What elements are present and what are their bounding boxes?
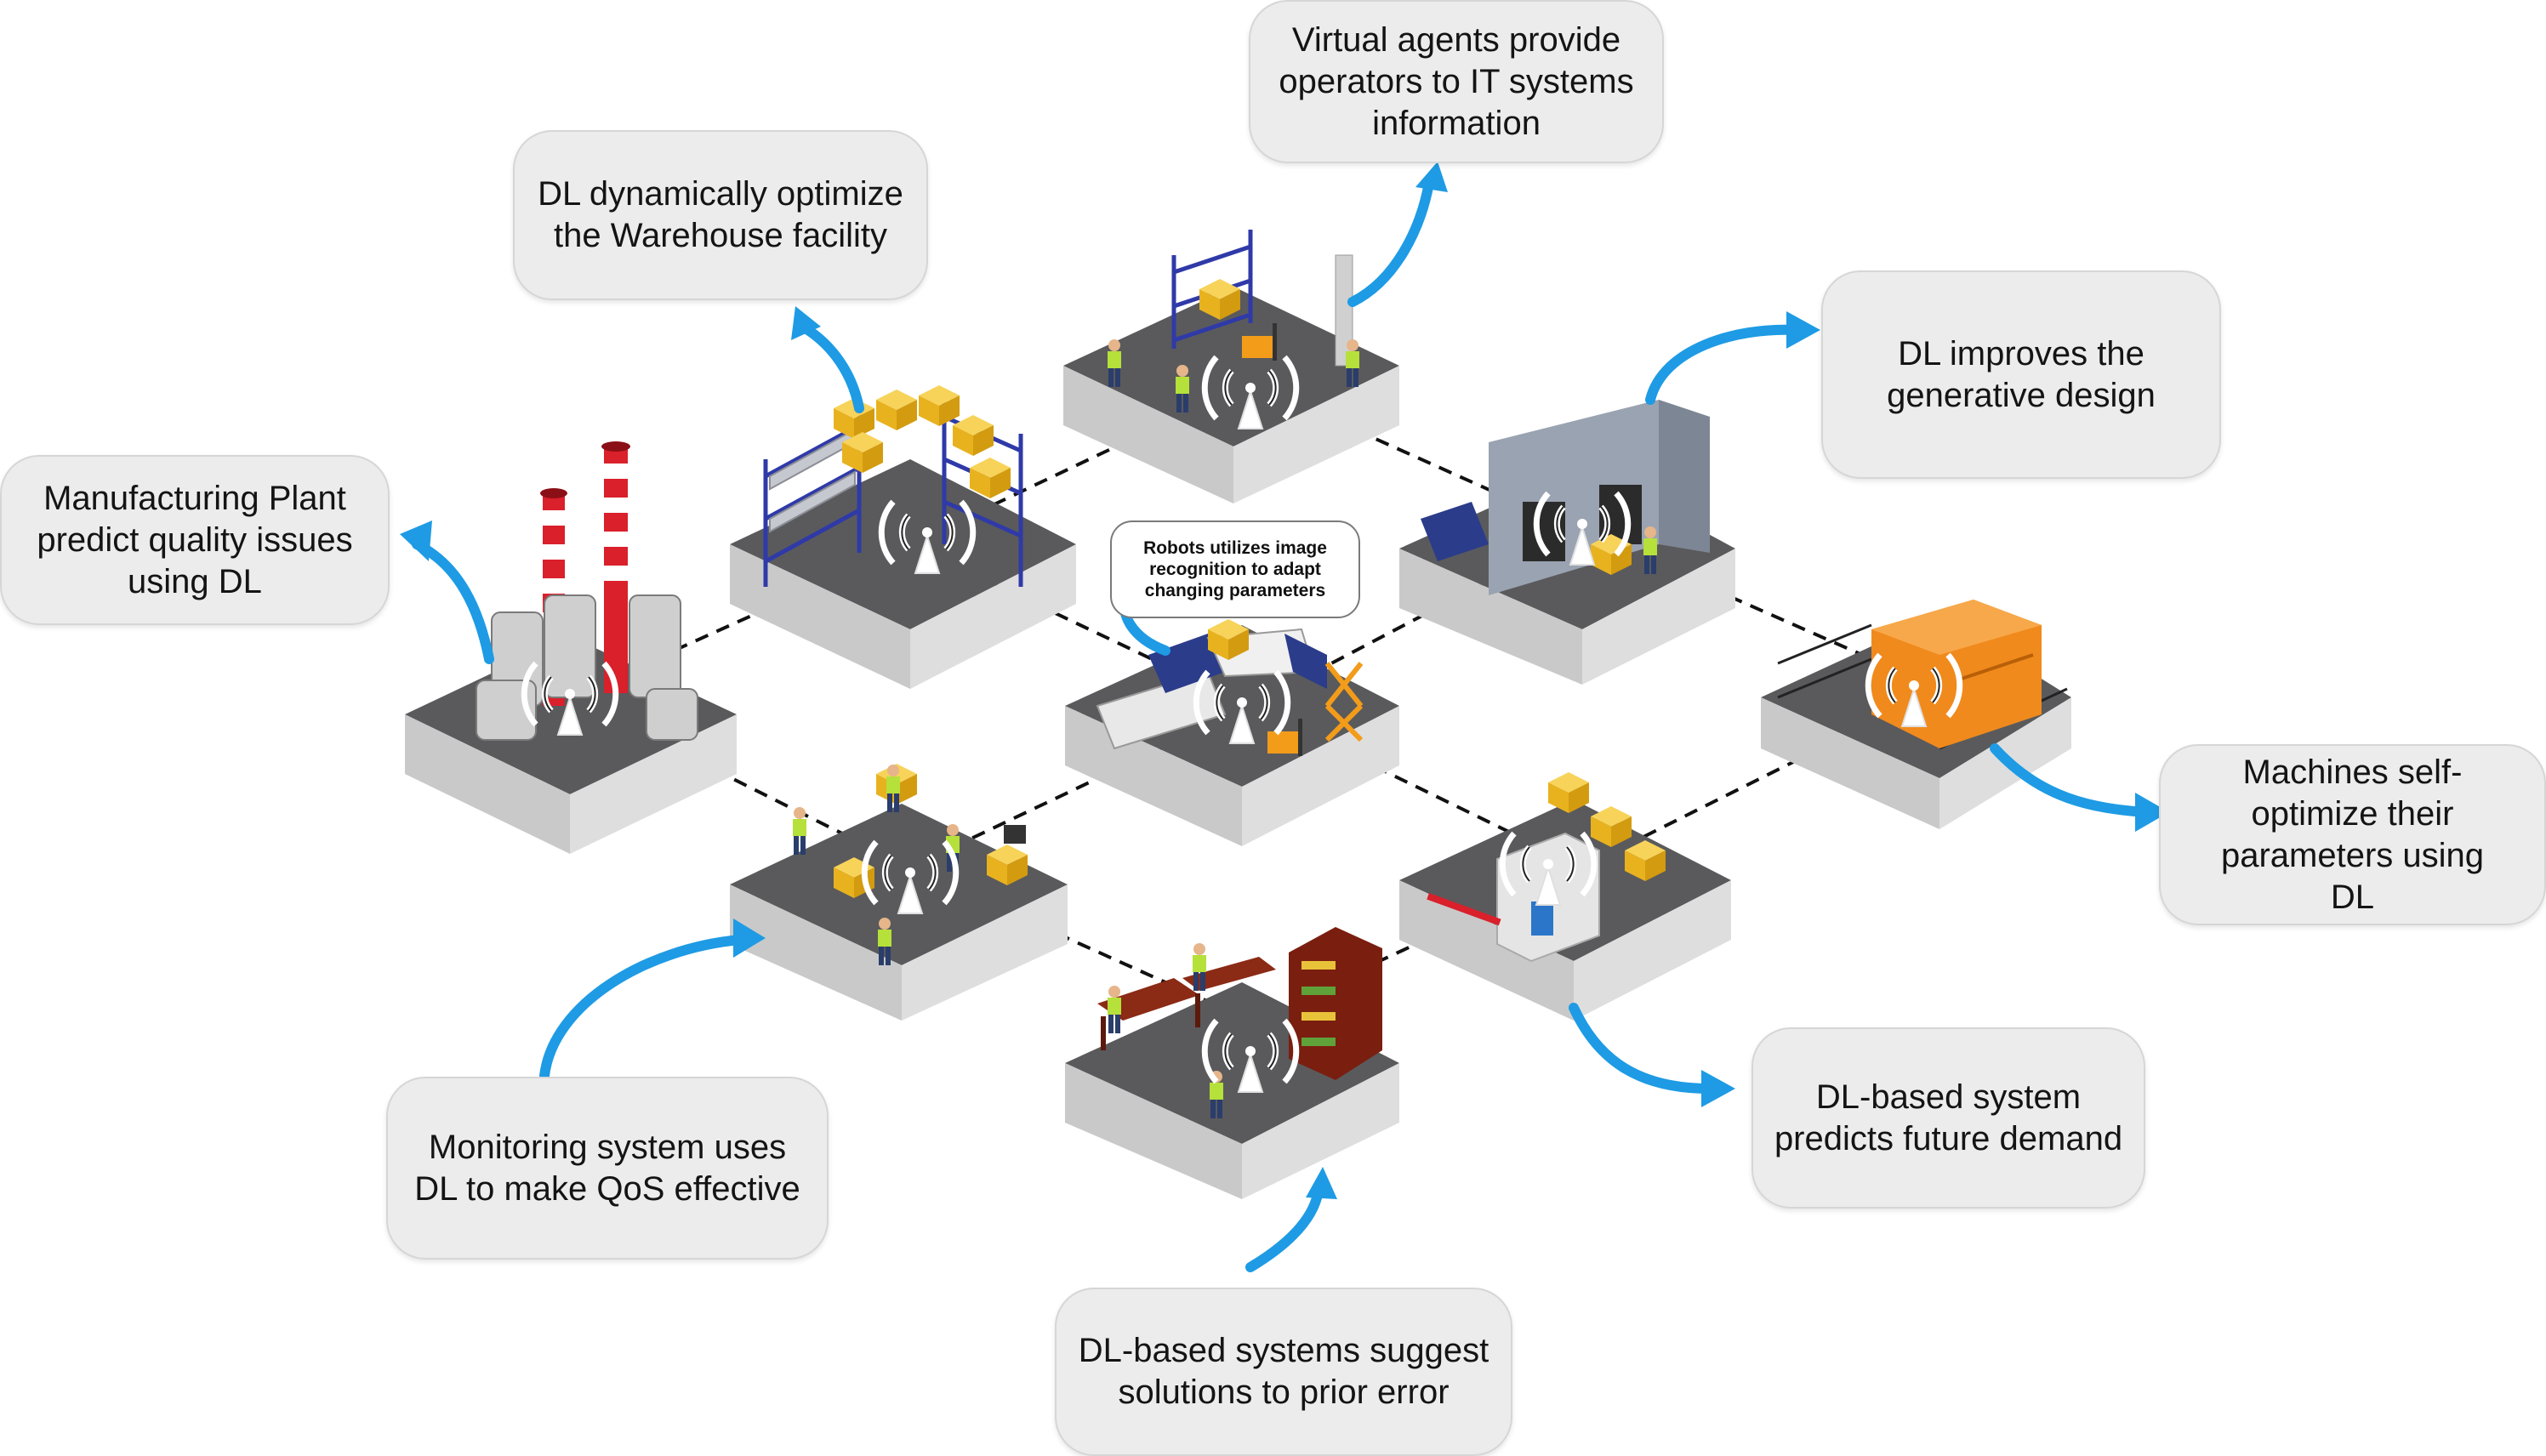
callout-manufacturing-text: Manufacturing Plant predict quality issu… xyxy=(37,479,353,600)
tile-generative-design xyxy=(1399,400,1735,685)
tile-manufacturing xyxy=(405,441,737,854)
callout-prior-error-text: DL-based systems suggest solutions to pr… xyxy=(1078,1332,1489,1411)
tile-monitoring xyxy=(730,764,1068,1021)
callout-demand: DL-based system predicts future demand xyxy=(1751,1027,2145,1209)
callout-virtual-agents: Virtual agents provide operators to IT s… xyxy=(1249,0,1664,163)
callout-warehouse: DL dynamically optimize the Warehouse fa… xyxy=(513,130,928,300)
tile-machines xyxy=(1761,600,2071,829)
forklift-icon xyxy=(1267,719,1302,756)
callout-generative-design-text: DL improves the generative design xyxy=(1887,334,2156,414)
tile-robots xyxy=(1065,619,1399,846)
forklift-icon xyxy=(1242,323,1277,361)
warehouse-rack-icon xyxy=(763,400,1023,587)
callout-generative-design: DL improves the generative design xyxy=(1821,270,2221,479)
callout-monitoring: Monitoring system uses DL to make QoS ef… xyxy=(386,1077,829,1260)
factory-chimney-icon xyxy=(476,441,698,741)
tile-virtual-agents xyxy=(1063,230,1399,503)
arrowheads xyxy=(400,162,2169,1199)
callout-monitoring-text: Monitoring system uses DL to make QoS ef… xyxy=(414,1128,800,1208)
callout-machines: Machines self- optimize their parameters… xyxy=(2159,744,2546,925)
scissor-lift-icon xyxy=(1324,662,1364,742)
bookshelf-icon xyxy=(1289,927,1382,1080)
tile-demand xyxy=(1399,772,1731,1021)
callout-warehouse-text: DL dynamically optimize the Warehouse fa… xyxy=(538,175,903,254)
callout-manufacturing: Manufacturing Plant predict quality issu… xyxy=(0,455,390,625)
callout-demand-text: DL-based system predicts future demand xyxy=(1774,1078,2123,1157)
tile-prior-error xyxy=(1065,927,1399,1199)
callout-machines-text: Machines self- optimize their parameters… xyxy=(2220,753,2485,916)
callout-robots: Robots utilizes image recognition to ada… xyxy=(1110,520,1360,618)
callout-robots-text: Robots utilizes image recognition to ada… xyxy=(1143,538,1327,600)
tile-warehouse xyxy=(730,385,1076,689)
arrows xyxy=(412,178,2149,1272)
office-desk-icon xyxy=(1097,957,1276,1050)
callout-prior-error: DL-based systems suggest solutions to pr… xyxy=(1055,1288,1512,1456)
callout-virtual-agents-text: Virtual agents provide operators to IT s… xyxy=(1279,20,1634,142)
